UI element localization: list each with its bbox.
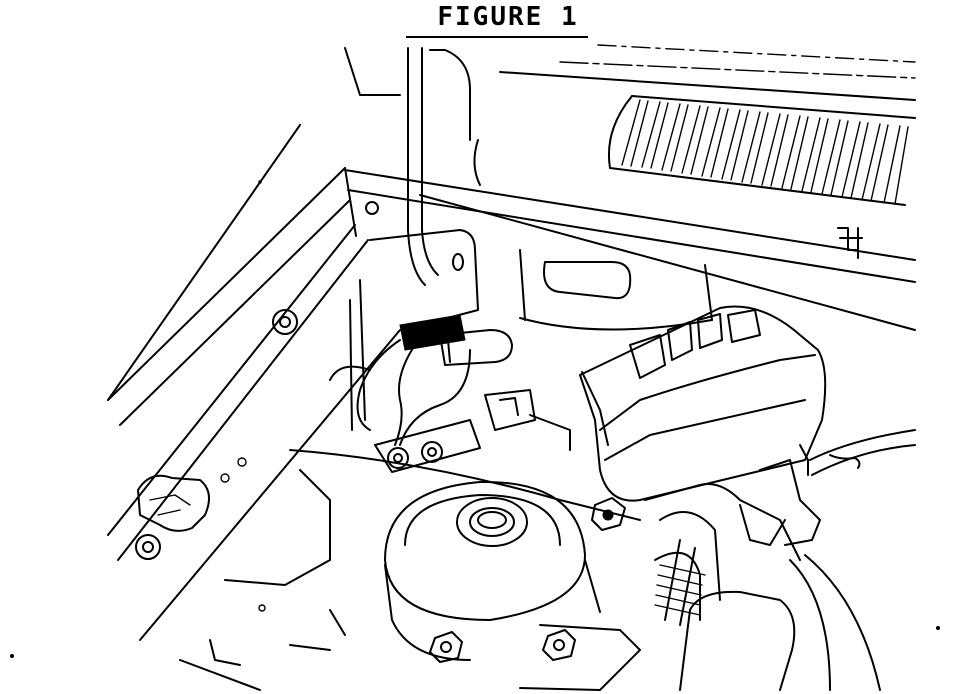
- ground-wires: [330, 340, 470, 445]
- firewall-panel: [345, 140, 915, 330]
- apron-hole-1: [238, 458, 246, 466]
- strut-nut-left: [430, 632, 462, 662]
- lower-engine-bay-lines: [180, 610, 345, 690]
- right-side-hoses: [790, 430, 915, 690]
- fender-clip-detail: [150, 495, 190, 515]
- ground-bolt-bracket: [375, 390, 570, 472]
- apron-lower-line: [225, 470, 330, 585]
- brake-booster: [580, 307, 825, 501]
- fender-bolt-lower: [136, 535, 160, 559]
- fender-hole: [366, 202, 378, 214]
- strut-nut-right: [543, 630, 575, 660]
- stray-dot-1: [11, 655, 14, 658]
- stray-dot-2: [937, 627, 940, 630]
- cross-member-line: [290, 450, 640, 520]
- harness-bracket: [350, 230, 478, 430]
- cowl-top-dashed-lines: [500, 45, 915, 100]
- figure-title-underline: [406, 36, 588, 38]
- fender-bolt-upper: [273, 310, 297, 334]
- wiring-harness-vertical: [345, 48, 470, 285]
- stray-dot-3: [259, 181, 261, 183]
- cowl-vent-grille: [609, 96, 915, 205]
- fender-clip: [138, 476, 209, 531]
- corrugated-hose: [655, 553, 705, 620]
- strut-plate: [520, 625, 640, 690]
- fluid-reservoir: [680, 592, 794, 690]
- harness-connector: [400, 315, 512, 365]
- fender-apron-outline: [108, 125, 400, 640]
- apron-hole-2: [221, 474, 229, 482]
- strut-tower-mount: [385, 482, 600, 660]
- apron-hole-3: [259, 605, 265, 611]
- figure-title: FIGURE 1: [437, 2, 579, 32]
- booster-mount-nut: [592, 498, 625, 530]
- firewall-slot: [544, 262, 630, 298]
